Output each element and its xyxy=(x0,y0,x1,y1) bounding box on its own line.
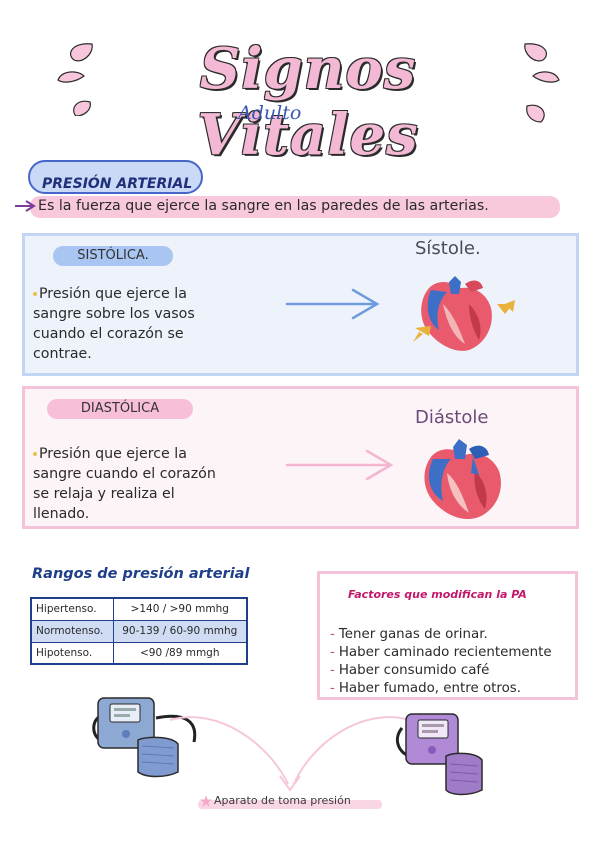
rangos-title: Rangos de presión arterial xyxy=(32,566,250,582)
diastolica-line-1: Presión que ejerce la xyxy=(39,446,187,462)
heart-diastole-icon xyxy=(424,439,501,520)
table-cell-label: Hipertenso. xyxy=(30,597,114,621)
sistolica-tag: SISTÓLICA. xyxy=(53,246,173,266)
sistolica-line-3: cuando el corazón se xyxy=(33,326,184,342)
factores-list: -Tener ganas de orinar. -Haber caminado … xyxy=(330,626,552,698)
sistolica-line-2: sangre sobre los vasos xyxy=(33,306,195,322)
definition-text: Es la fuerza que ejerce la sangre en las… xyxy=(38,198,489,214)
arrow-right-icon xyxy=(285,288,380,320)
list-item: -Haber caminado recientemente xyxy=(330,645,552,660)
rangos-table: Hipertenso. >140 / >90 mmhg Normotenso. … xyxy=(30,597,248,665)
list-item: -Tener ganas de orinar. xyxy=(330,627,488,642)
section-heading: PRESIÓN ARTERIAL xyxy=(42,176,193,192)
table-row: Hipotenso. <90 /89 mmgh xyxy=(30,641,248,665)
table-cell-value: <90 /89 mmgh xyxy=(112,641,248,665)
diastolica-line-3: se relaja y realiza el xyxy=(33,486,175,502)
star-icon xyxy=(200,795,212,807)
right-leaf-decoration-icon xyxy=(524,43,560,123)
page-title: Signos Vitales xyxy=(197,36,419,168)
bullet-icon xyxy=(33,452,37,456)
list-item: -Haber consumido café xyxy=(330,663,490,678)
sistolica-line-1: Presión que ejerce la xyxy=(39,286,187,302)
caption-highlight xyxy=(198,800,382,809)
diastole-label: Diástole xyxy=(415,407,489,428)
sistole-label: Sístole. xyxy=(415,238,481,259)
factores-title: Factores que modifican la PA xyxy=(348,588,527,601)
table-cell-label: Hipotenso. xyxy=(30,641,114,665)
blood-pressure-monitor-blue-icon xyxy=(92,697,197,778)
device-caption: Aparato de toma presión xyxy=(214,794,351,807)
table-row: Normotenso. 90-139 / 60-90 mmhg xyxy=(30,619,248,643)
factores-box: Factores que modifican la PA -Tener gana… xyxy=(317,571,578,700)
table-cell-value: 90-139 / 60-90 mmhg xyxy=(112,619,248,643)
left-leaf-decoration-icon xyxy=(57,43,93,116)
bullet-icon xyxy=(33,292,37,296)
section-heading-pill xyxy=(28,160,203,194)
arrow-right-icon xyxy=(15,200,36,212)
diastolica-description: Presión que ejerce la sangre cuando el c… xyxy=(33,444,263,524)
list-item: -Haber fumado, entre otros. xyxy=(330,681,522,696)
heart-systole-icon xyxy=(413,276,515,351)
sistolica-line-4: contrae. xyxy=(33,346,92,362)
table-cell-value: >140 / >90 mmhg xyxy=(112,597,248,621)
definition-highlight xyxy=(30,196,560,218)
connector-curves-icon xyxy=(169,716,411,792)
sistolica-card: SISTÓLICA. Sístole. Presión que ejerce l… xyxy=(22,233,579,376)
diastolica-line-2: sangre cuando el corazón xyxy=(33,466,216,482)
sistolica-description: Presión que ejerce la sangre sobre los v… xyxy=(33,284,263,364)
diastolica-line-4: llenado. xyxy=(33,506,90,522)
blood-pressure-monitor-purple-icon xyxy=(396,713,483,796)
arrow-right-icon xyxy=(285,449,394,481)
page-subtitle: Adulto xyxy=(238,102,302,124)
diastolica-card: DIASTÓLICA Diástole Presión que ejerce l… xyxy=(22,386,579,529)
diastolica-tag: DIASTÓLICA xyxy=(47,399,193,419)
table-row: Hipertenso. >140 / >90 mmhg xyxy=(30,597,248,621)
header: Signos Vitales Adulto xyxy=(0,28,599,168)
table-cell-label: Normotenso. xyxy=(30,619,114,643)
